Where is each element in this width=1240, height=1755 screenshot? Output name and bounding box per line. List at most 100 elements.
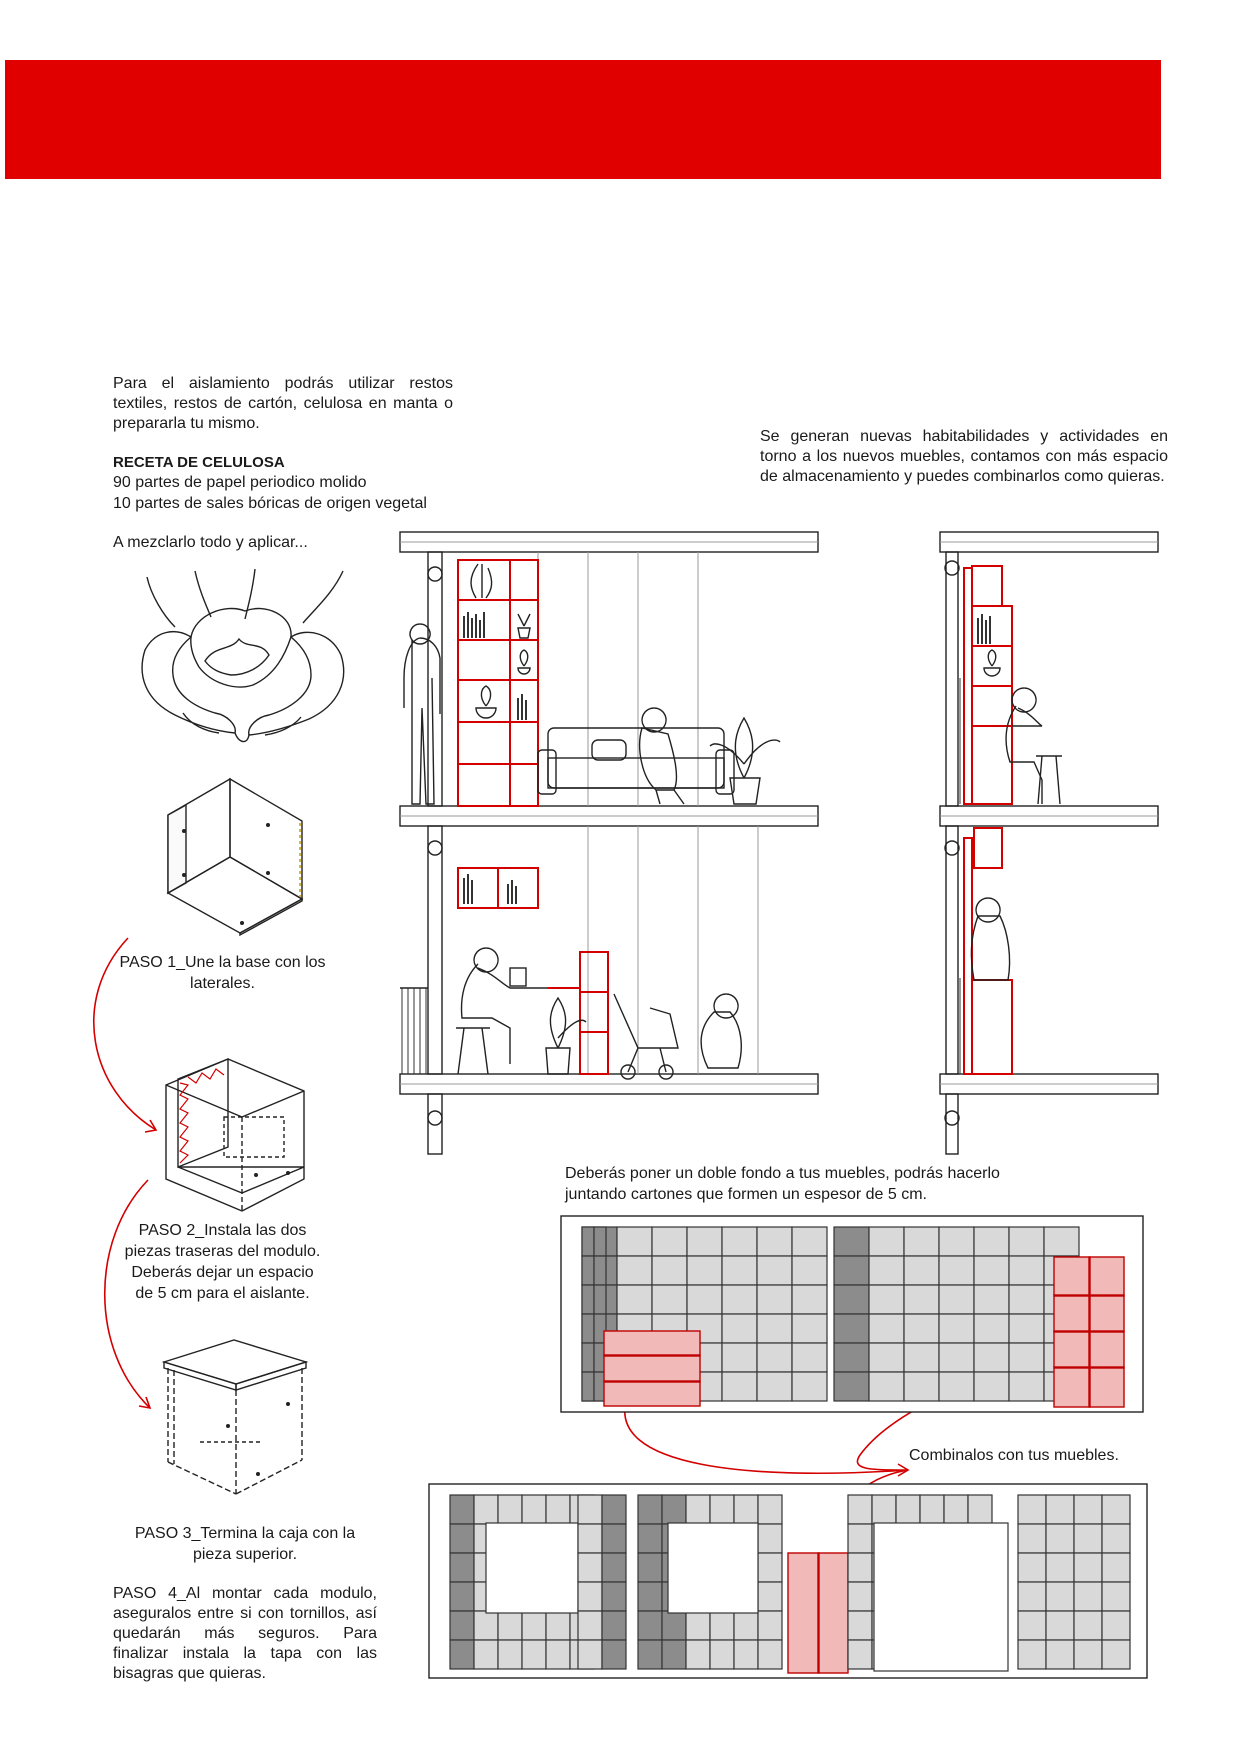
shelf-module: [577, 1523, 603, 1554]
shelf-module: [545, 1610, 571, 1641]
shelf-module: [757, 1581, 783, 1612]
shelf-module: [651, 1226, 688, 1257]
shelf-module: [895, 1494, 921, 1525]
shelf-module: [938, 1371, 975, 1402]
shelf-module: [1053, 1330, 1125, 1333]
shelf-module: [581, 1255, 595, 1286]
step3-line-2: pieza superior.: [192, 1546, 298, 1563]
shelf-module: [973, 1255, 1010, 1286]
recipe-title: RECETA DE CELULOSA: [113, 454, 285, 471]
shelf-module: [791, 1371, 828, 1402]
shelf-module: [938, 1342, 975, 1373]
shelf-module: [685, 1610, 711, 1641]
shelf-module: [637, 1610, 663, 1641]
shelf-module: [1008, 1342, 1045, 1373]
shelf-module: [721, 1371, 758, 1402]
combine-label: Combinalos con tus muebles.: [909, 1447, 1119, 1464]
shelf-module: [637, 1639, 663, 1670]
furniture-elevation-top: [560, 1215, 1144, 1413]
shelf-module: [868, 1371, 905, 1402]
shelf-module: [577, 1494, 603, 1525]
shelf-module: [721, 1255, 758, 1286]
shelf-module: [651, 1284, 688, 1315]
shelf-module: [1008, 1284, 1045, 1315]
shelf-module: [791, 1284, 828, 1315]
step1-box-diagram: [166, 777, 304, 937]
shelf-module: [868, 1255, 905, 1286]
shelf-module: [449, 1552, 475, 1583]
shelf-module: [581, 1226, 595, 1257]
shelf-module: [1073, 1552, 1103, 1583]
shelf-module: [756, 1371, 793, 1402]
shelf-module: [1045, 1552, 1075, 1583]
shelf-module: [1017, 1581, 1047, 1612]
shelf-module: [449, 1581, 475, 1612]
shelf-module: [871, 1494, 897, 1525]
shelf-module: [577, 1552, 603, 1583]
header-banner: [5, 60, 1161, 179]
step2-box-diagram: [165, 1057, 305, 1212]
shelf-module: [1045, 1494, 1075, 1525]
shelf-module: [757, 1494, 783, 1525]
shelf-module: [791, 1226, 828, 1257]
shelf-module: [686, 1226, 723, 1257]
shelf-module: [847, 1552, 873, 1583]
shelf-module: [581, 1342, 595, 1373]
shelf-module: [938, 1226, 975, 1257]
shelf-module: [637, 1523, 663, 1554]
shelf-module: [868, 1342, 905, 1373]
shelf-module: [1017, 1552, 1047, 1583]
shelf-module: [757, 1610, 783, 1641]
shelf-module: [1101, 1494, 1131, 1525]
shelf-module: [868, 1284, 905, 1315]
shelf-module: [603, 1330, 701, 1407]
shelf-module: [1017, 1523, 1047, 1554]
shelf-module: [581, 1371, 595, 1402]
shelf-module: [709, 1639, 735, 1670]
step3-line-1: PASO 3_Termina la caja con la: [134, 1525, 356, 1542]
shelf-module: [593, 1255, 607, 1286]
shelf-module: [637, 1494, 663, 1525]
shelf-module: [938, 1313, 975, 1344]
shelf-module: [593, 1226, 607, 1257]
shelf-module: [1073, 1494, 1103, 1525]
shelf-module: [903, 1342, 940, 1373]
habitability-text: Se generan nuevas habitabilidades y acti…: [760, 428, 1168, 485]
shelf-module: [1017, 1494, 1047, 1525]
shelf-module: [581, 1284, 595, 1315]
shelf-module: [616, 1284, 653, 1315]
shelf-module: [473, 1494, 499, 1525]
shelf-module: [757, 1552, 783, 1583]
step3-box-diagram: [161, 1339, 309, 1495]
shelf-module: [756, 1313, 793, 1344]
step1-line-2: laterales.: [190, 975, 255, 992]
shelf-module: [1101, 1581, 1131, 1612]
shelf-module: [601, 1552, 627, 1583]
shelf-module: [1045, 1581, 1075, 1612]
shelf-module: [973, 1313, 1010, 1344]
shelf-module: [756, 1255, 793, 1286]
shelf-module: [833, 1342, 870, 1373]
shelf-module: [1045, 1639, 1075, 1670]
shelf-module: [903, 1313, 940, 1344]
shelf-module: [661, 1639, 687, 1670]
shelf-module: [833, 1284, 870, 1315]
shelf-module: [721, 1342, 758, 1373]
shelf-module: [449, 1610, 475, 1641]
shelf-module: [1073, 1610, 1103, 1641]
shelf-module: [868, 1226, 905, 1257]
shelf-module: [686, 1284, 723, 1315]
shelf-module: [903, 1284, 940, 1315]
shelf-module: [1008, 1313, 1045, 1344]
shelf-module: [833, 1226, 870, 1257]
shelf-module: [637, 1552, 663, 1583]
shelf-module: [593, 1284, 607, 1315]
shelf-module: [1043, 1226, 1080, 1257]
shelf-module: [1045, 1610, 1075, 1641]
shelf-module: [1073, 1581, 1103, 1612]
shelf-module: [973, 1342, 1010, 1373]
shelf-module: [667, 1522, 759, 1614]
shelf-module: [577, 1581, 603, 1612]
shelf-module: [686, 1255, 723, 1286]
shelf-module: [903, 1226, 940, 1257]
